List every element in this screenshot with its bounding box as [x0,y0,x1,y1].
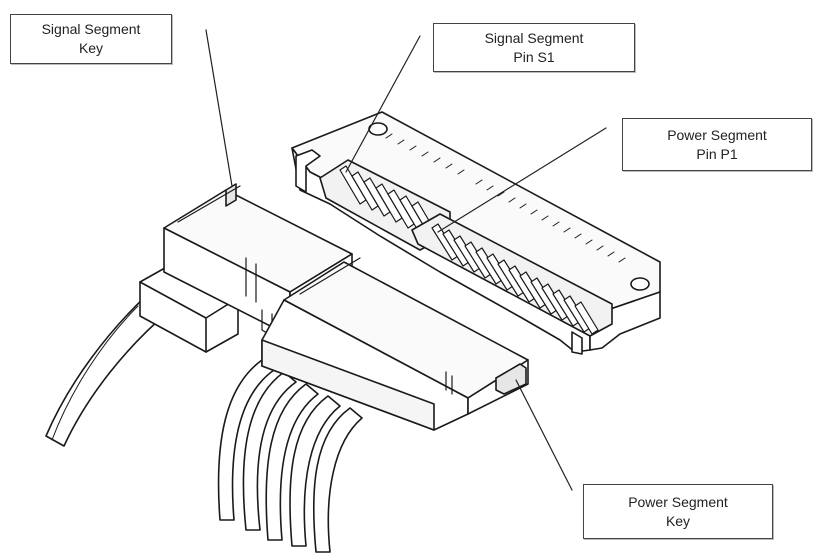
receptacle-top-comb [385,133,626,263]
power-wire-4 [289,395,341,547]
receptacle-left-notch [295,149,321,193]
callout-power-segment-key: Power Segment Key [583,484,773,539]
callout-power-segment-key-line2: Key [665,512,691,529]
power-wire-2 [242,371,297,531]
callout-signal-segment-pin-s1-line2: Pin S1 [513,48,555,65]
power-cable-assembly [217,257,529,553]
callout-signal-segment-pin-s1-line1: Signal Segment [484,29,584,46]
power-pins [431,223,599,335]
signal-cable [45,295,169,447]
receptacle-connector [291,111,661,355]
power-wire-5 [312,407,363,553]
callout-signal-segment-key-line1: Signal Segment [41,21,141,37]
receptacle-right-end [589,291,661,351]
power-wire-3 [265,383,319,541]
leader-signal-segment-key [205,29,233,187]
power-housing-lower [261,339,435,431]
power-wire-1 [217,359,275,521]
receptacle-right-notch [571,331,583,355]
leader-power-segment-key [515,379,573,491]
callout-power-segment-pin-p1-line2: Pin P1 [696,145,738,162]
callout-power-segment-key-line1: Power Segment [628,493,728,510]
callout-signal-segment-key: Signal Segment Key [10,14,172,64]
power-wires [217,359,363,553]
callout-power-segment-pin-p1: Power Segment Pin P1 [622,118,812,171]
power-segment-key [495,363,527,395]
callout-signal-segment-key-line2: Key [78,40,104,56]
mounting-hole-right [630,277,650,291]
power-pin-p14 [574,301,599,335]
leader-power-segment-pin-p1 [437,127,607,233]
callout-signal-segment-pin-s1: Signal Segment Pin S1 [433,23,635,72]
callout-power-segment-pin-p1-line1: Power Segment [667,126,767,143]
signal-pins [339,165,439,241]
leader-lines [205,29,607,491]
leader-signal-segment-pin-s1 [345,35,421,173]
